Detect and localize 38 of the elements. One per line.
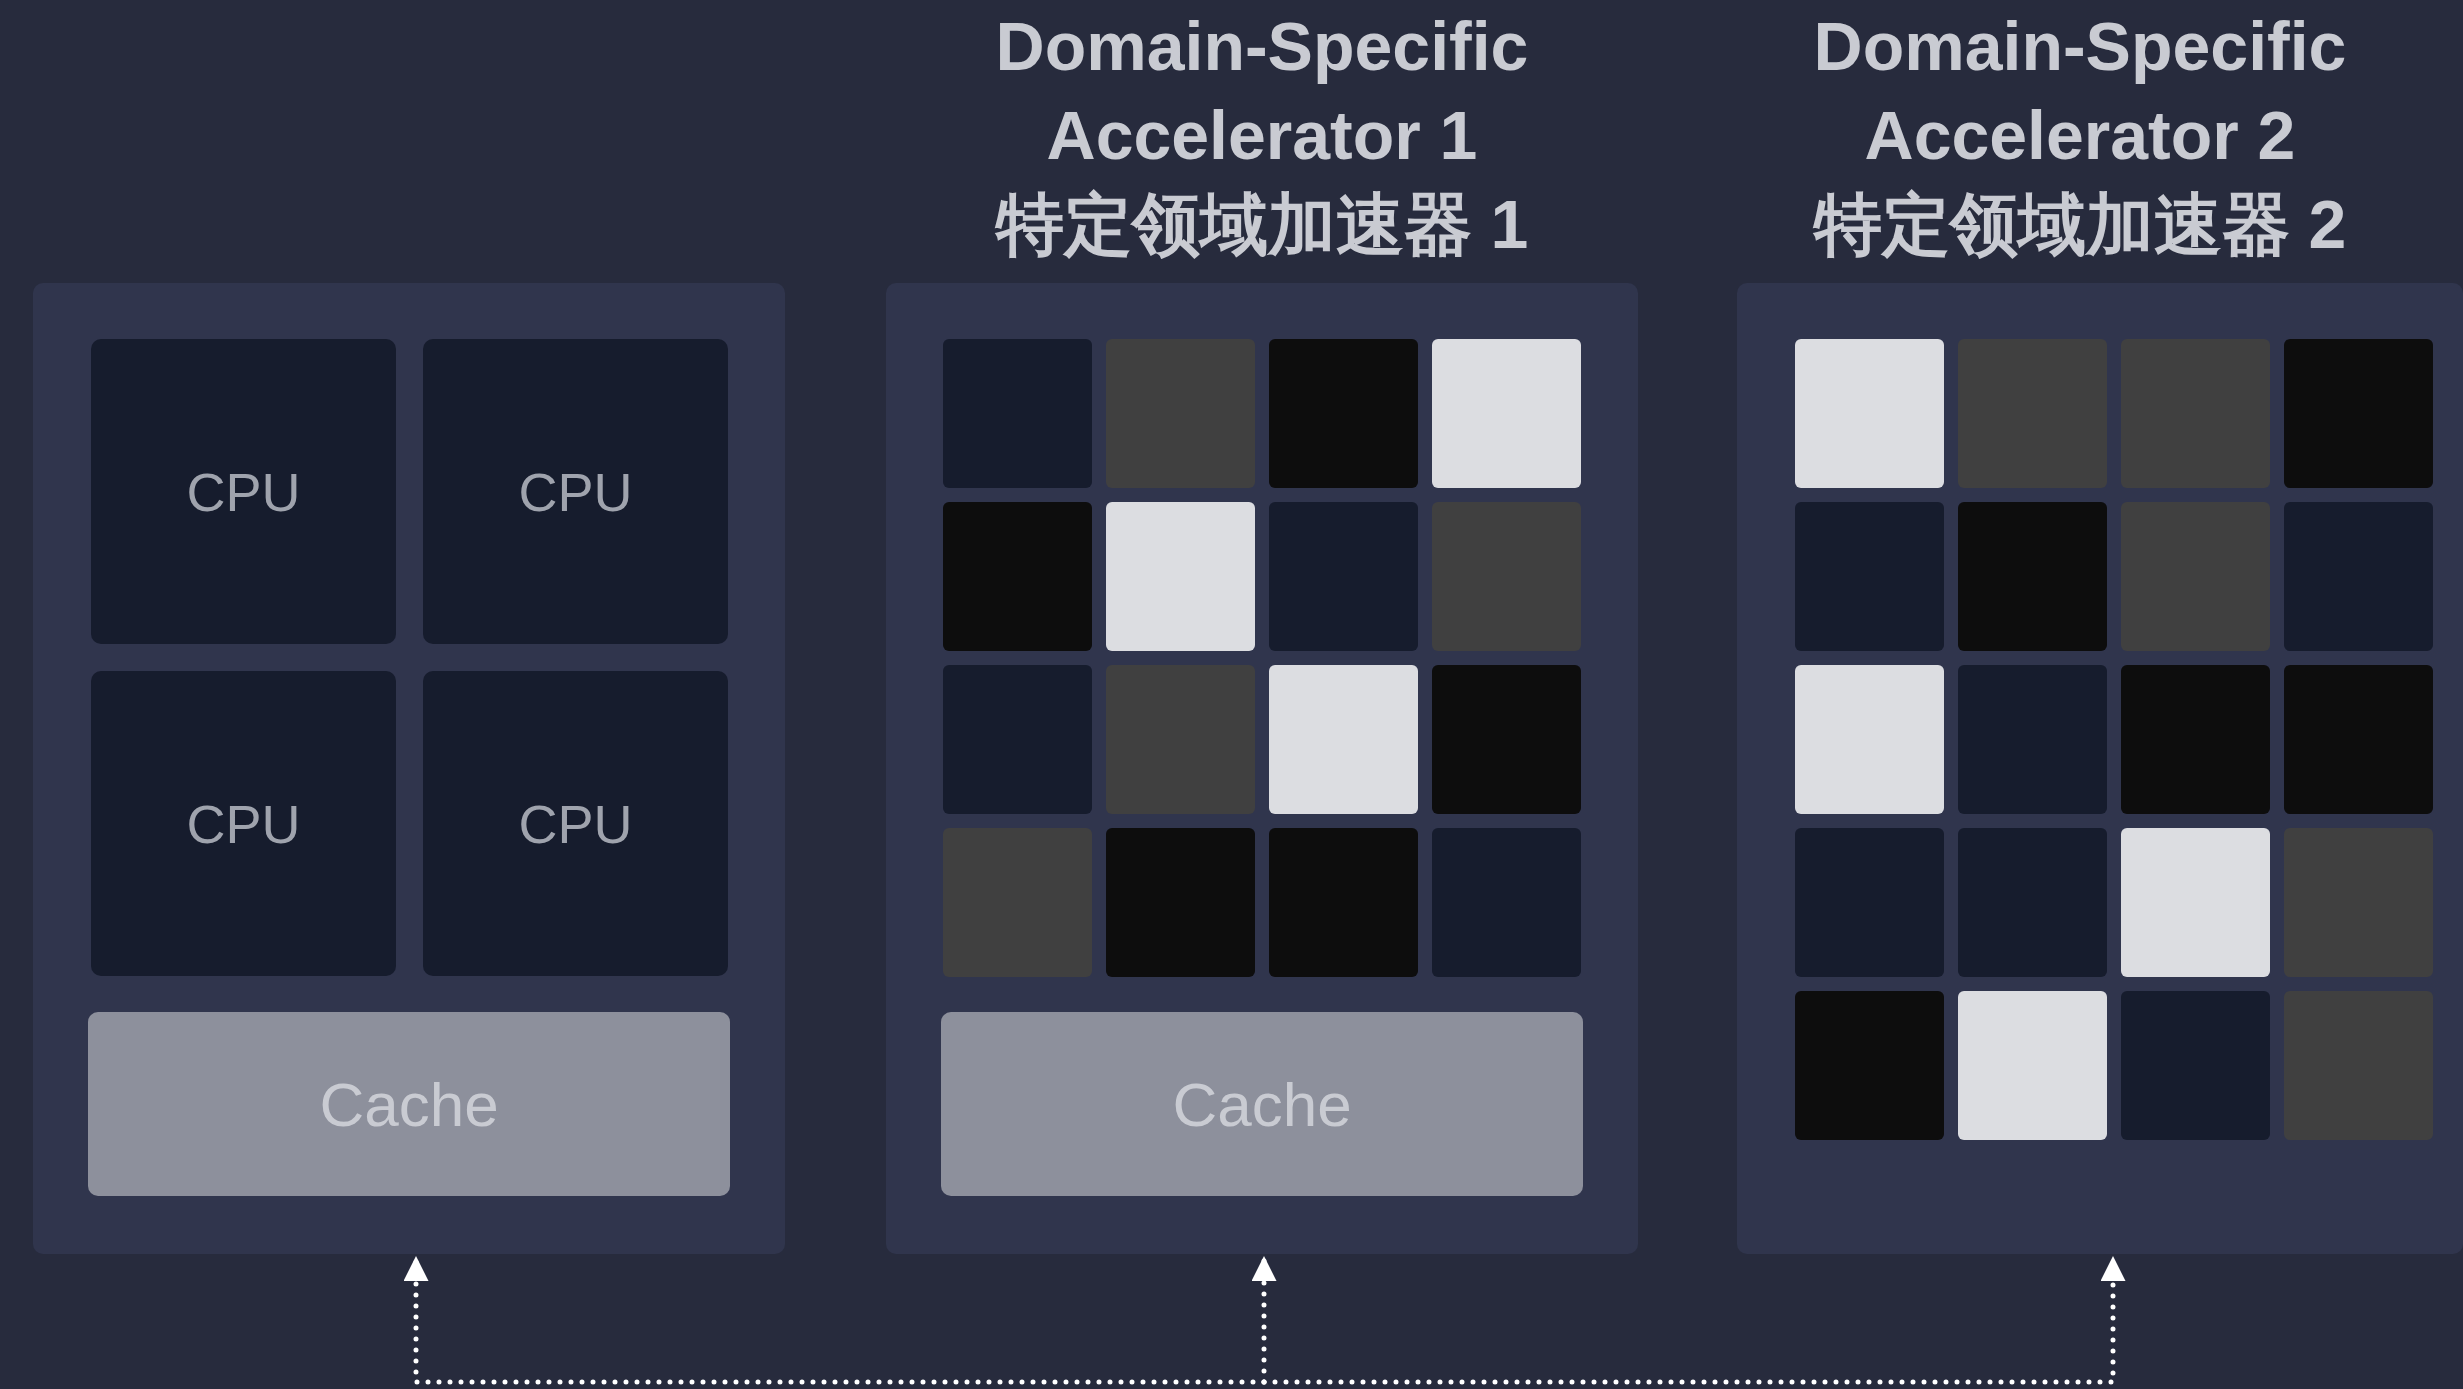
- compute-block: [2284, 665, 2433, 814]
- compute-block: [1958, 991, 2107, 1140]
- accelerator-title: Domain-Specific Accelerator 2: [1812, 7, 2348, 175]
- compute-block: [1269, 828, 1418, 977]
- compute-block: [943, 665, 1092, 814]
- compute-block: [1432, 828, 1581, 977]
- compute-block: [1432, 665, 1581, 814]
- compute-block: [2121, 991, 2270, 1140]
- accelerator-title: Domain-Specific Accelerator 1: [994, 7, 1530, 175]
- compute-block: [2121, 828, 2270, 977]
- compute-block: [1106, 828, 1255, 977]
- compute-block: [1795, 991, 1944, 1140]
- compute-block: [1106, 502, 1255, 651]
- compute-block: [1958, 828, 2107, 977]
- cpu-block: CPU: [423, 339, 728, 644]
- compute-block: [2121, 665, 2270, 814]
- compute-block: [1795, 502, 1944, 651]
- compute-block: [1269, 502, 1418, 651]
- compute-block: [1269, 665, 1418, 814]
- cpu-block: CPU: [423, 671, 728, 976]
- compute-block: [1795, 665, 1944, 814]
- cache-block: Cache: [941, 1012, 1583, 1196]
- compute-block: [2284, 339, 2433, 488]
- compute-block: [1958, 665, 2107, 814]
- compute-block: [1795, 828, 1944, 977]
- accelerator-title: 特定领域加速器 2: [1812, 185, 2348, 264]
- compute-block: [1795, 339, 1944, 488]
- cache-block: Cache: [88, 1012, 730, 1196]
- compute-block: [1432, 339, 1581, 488]
- compute-block: [1269, 339, 1418, 488]
- cpu-block: CPU: [91, 339, 396, 644]
- component-panel: [33, 283, 785, 1254]
- compute-block: [1958, 502, 2107, 651]
- compute-block: [943, 502, 1092, 651]
- accelerator-title: 特定领域加速器 1: [994, 185, 1530, 264]
- cpu-block: CPU: [91, 671, 396, 976]
- compute-block: [943, 339, 1092, 488]
- compute-block: [2284, 502, 2433, 651]
